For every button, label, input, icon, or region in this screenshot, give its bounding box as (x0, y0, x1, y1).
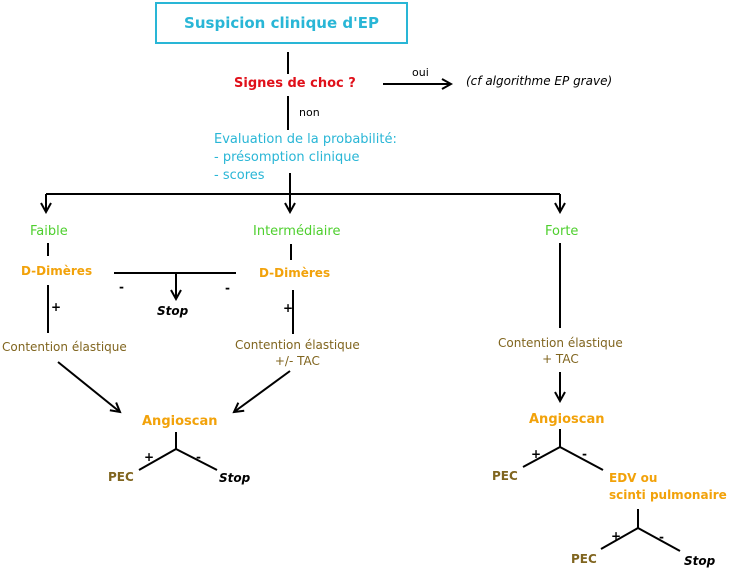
probability-intermediate: Intermédiaire (253, 224, 341, 239)
fork-right-right (559, 446, 604, 471)
ddimers-left-minus: - (119, 280, 124, 294)
stop-angioscan-center: Stop (219, 471, 251, 485)
arrow-mid-angioscan (234, 370, 291, 412)
evaluation-item-scores: - scores (214, 168, 265, 183)
edv-line2: scinti pulmonaire (609, 488, 727, 502)
arrow-left-angioscan (57, 361, 120, 412)
angioscan-center-plus: + (144, 450, 155, 464)
fork-center-right (175, 448, 218, 471)
stop-ddimers: Stop (157, 304, 189, 318)
evaluation-item-clinical: - présomption clinique (214, 150, 360, 165)
evaluation-block: Evaluation de la probabilité: - présompt… (214, 131, 397, 185)
stop-edv: Stop (684, 554, 716, 568)
compression-mid-line2: +/- TAC (274, 354, 320, 368)
probability-high: Forte (545, 224, 579, 239)
ddimers-mid-plus: + (283, 301, 294, 315)
pec-right: PEC (492, 469, 518, 483)
title-box: Suspicion clinique d'EP (155, 2, 408, 44)
angioscan-right-plus: + (531, 447, 542, 461)
probability-low: Faible (30, 224, 68, 239)
edv-block: EDV ou scinti pulmonaire (609, 470, 727, 504)
ddimers-left-plus: + (51, 300, 62, 314)
severe-pe-reference: (cf algorithme EP grave) (466, 74, 613, 88)
compression-high-line2: + TAC (542, 352, 579, 366)
edv-plus: + (611, 529, 622, 543)
ddimers-mid-minus: - (225, 281, 230, 295)
compression-high-line1: Contention élastique (498, 336, 623, 350)
angioscan-right: Angioscan (529, 412, 605, 427)
ddimers-mid: D-Dimères (259, 266, 331, 280)
ddimers-left: D-Dimères (21, 264, 93, 278)
fork-edv-left (600, 527, 639, 550)
angioscan-right-minus: - (582, 447, 587, 461)
label-oui: oui (412, 66, 429, 79)
angioscan-center: Angioscan (142, 414, 218, 429)
shock-question: Signes de choc ? (234, 76, 356, 91)
fork-edv-right (637, 527, 681, 552)
compression-low: Contention élastique (2, 340, 127, 354)
angioscan-center-minus: - (196, 450, 201, 464)
evaluation-title: Evaluation de la probabilité: (214, 132, 397, 147)
fork-right-left (522, 446, 561, 468)
compression-high: Contention élastique + TAC (498, 335, 623, 367)
label-non: non (299, 106, 320, 119)
compression-mid-line1: Contention élastique (235, 338, 360, 352)
edv-line1: EDV ou (609, 471, 658, 485)
diagram-title: Suspicion clinique d'EP (184, 14, 379, 32)
pec-edv: PEC (571, 552, 597, 566)
compression-mid: Contention élastique +/- TAC (235, 337, 360, 369)
edv-minus: - (659, 530, 664, 544)
fork-center-left (138, 448, 177, 471)
pec-center: PEC (108, 470, 134, 484)
